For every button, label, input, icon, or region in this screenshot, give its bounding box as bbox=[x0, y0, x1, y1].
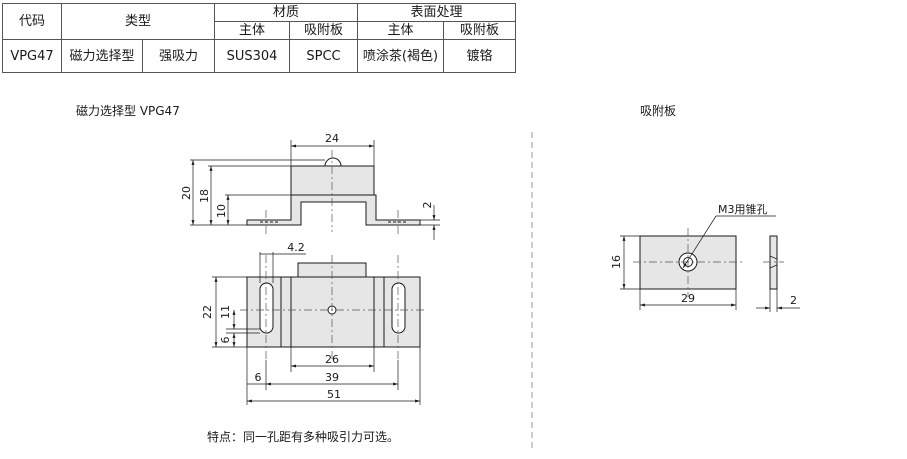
dim-22: 22 bbox=[201, 305, 214, 319]
top-view-dimensions bbox=[212, 252, 421, 405]
left-drawing-title: 磁力选择型 VPG47 bbox=[76, 104, 180, 118]
dim-2-plate: 2 bbox=[790, 294, 797, 307]
side-view bbox=[246, 157, 421, 226]
cell-material-plate: SPCC bbox=[289, 39, 358, 73]
plate-side-view bbox=[769, 235, 778, 290]
dim-2: 2 bbox=[421, 202, 434, 209]
header-type: 类型 bbox=[61, 3, 215, 40]
dim-4-2: 4.2 bbox=[287, 241, 305, 254]
dim-6-vertical: 6 bbox=[219, 337, 232, 344]
label-m3-countersink: M3用锥孔 bbox=[718, 203, 768, 216]
feature-note: 特点：同一孔距有多种吸引力可选。 bbox=[207, 430, 400, 444]
cell-surface-plate: 镀铬 bbox=[443, 39, 516, 73]
subheader-plate-surface: 吸附板 bbox=[443, 21, 516, 40]
dim-24: 24 bbox=[325, 132, 339, 145]
cell-surface-main: 喷涂茶(褐色) bbox=[357, 39, 444, 73]
dim-39: 39 bbox=[325, 371, 339, 384]
cell-type-magnetic: 磁力选择型 bbox=[61, 39, 143, 73]
right-slot bbox=[391, 282, 406, 334]
plate-centerlines bbox=[633, 228, 784, 297]
dim-29: 29 bbox=[681, 292, 695, 305]
dim-20: 20 bbox=[180, 186, 193, 200]
left-slot bbox=[259, 282, 274, 334]
top-view bbox=[246, 262, 421, 348]
top-boss bbox=[324, 157, 342, 167]
plate-edge bbox=[769, 235, 778, 290]
header-code: 代码 bbox=[2, 3, 62, 40]
magnet-body bbox=[290, 165, 375, 196]
spec-table: 代码 类型 材质 表面处理 主体 吸附板 主体 吸附板 VPG47 磁力选择型 … bbox=[2, 3, 516, 73]
dim-51: 51 bbox=[327, 388, 341, 401]
bracket bbox=[246, 194, 421, 226]
dim-18: 18 bbox=[198, 189, 211, 203]
cell-material-main: SUS304 bbox=[214, 39, 290, 73]
dim-26: 26 bbox=[325, 353, 339, 366]
top-view-centerlines bbox=[240, 255, 425, 360]
dim-10: 10 bbox=[215, 204, 228, 218]
dim-11: 11 bbox=[219, 305, 232, 319]
dim-6-horizontal: 6 bbox=[255, 371, 262, 384]
dim-16: 16 bbox=[610, 255, 623, 269]
cell-code: VPG47 bbox=[2, 39, 62, 73]
side-view-dimensions bbox=[190, 140, 440, 240]
right-drawing-title: 吸附板 bbox=[640, 104, 677, 118]
side-view-centerlines bbox=[265, 150, 399, 234]
cell-type-strong: 强吸力 bbox=[142, 39, 215, 73]
plate-dimensions bbox=[620, 215, 800, 312]
